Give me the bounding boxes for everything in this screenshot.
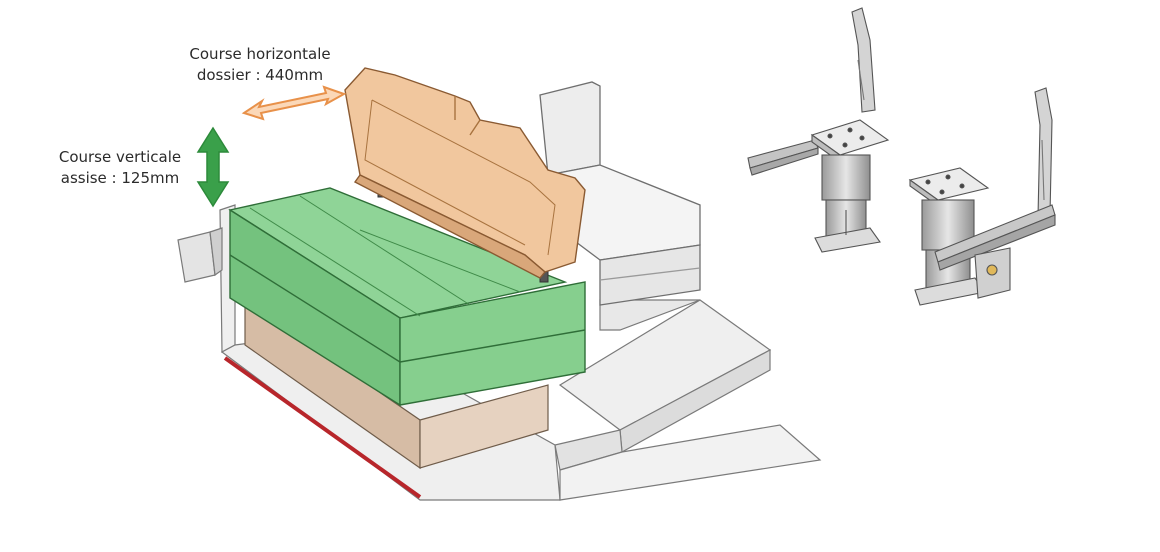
vertical-arrow [196, 126, 230, 208]
red-trim [223, 356, 422, 499]
horizontal-travel-caption: Course horizontale dossier : 440mm [150, 44, 370, 86]
seat-mechanism-1 [747, 7, 890, 253]
horizontal-arrow [241, 85, 347, 121]
backrest [344, 67, 586, 279]
side-bin [177, 227, 223, 283]
horizontal-caption-line2: dossier : 440mm [196, 66, 324, 84]
horizontal-caption-line1: Course horizontale [189, 45, 331, 63]
seat-cushion [228, 187, 586, 407]
gray-seat [539, 81, 701, 306]
seat-mechanism-2 [908, 87, 1056, 306]
vertical-caption-line2: assise : 125mm [60, 169, 180, 187]
vertical-travel-caption: Course verticale assise : 125mm [40, 147, 200, 189]
vertical-caption-line1: Course verticale [58, 148, 182, 166]
